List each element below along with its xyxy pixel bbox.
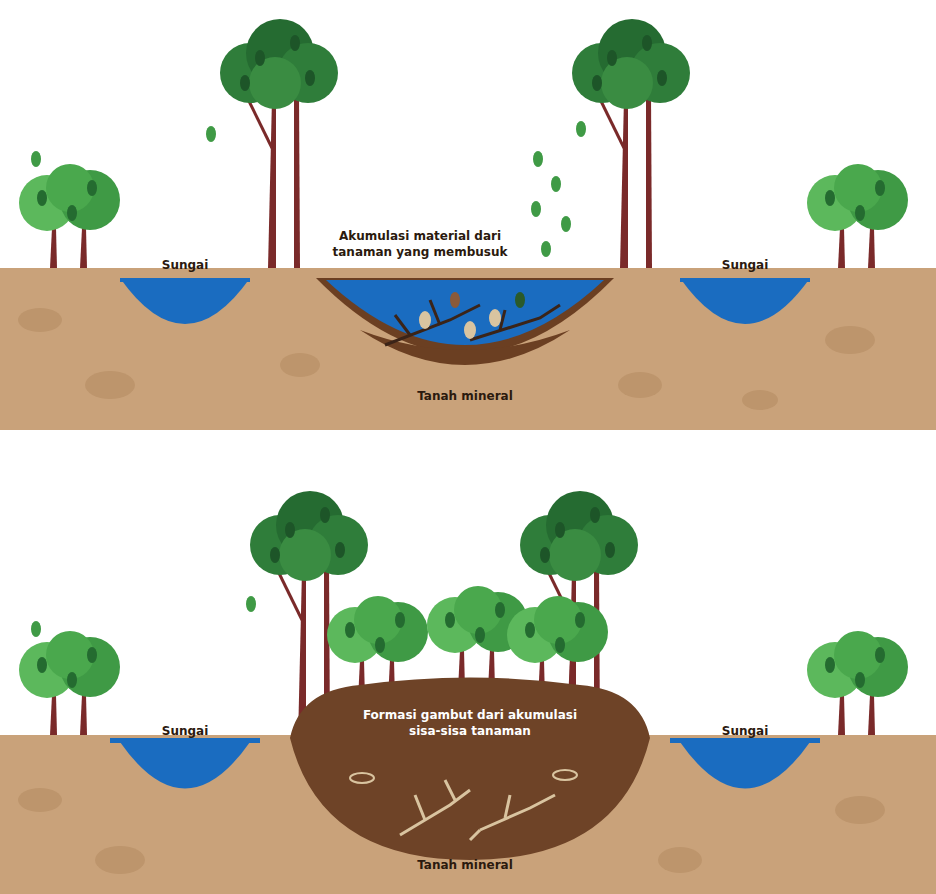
process-label: Akumulasi material dari tanaman yang mem… [320,229,520,260]
river-label: Sungai [125,724,245,740]
soil-label: Tanah mineral [385,858,545,874]
river-label: Sungai [125,258,245,274]
river-label: Sungai [685,724,805,740]
soil-label: Tanah mineral [385,389,545,405]
peat-label: Formasi gambut dari akumulasi sisa-sisa … [360,708,580,739]
river-label: Sungai [685,258,805,274]
